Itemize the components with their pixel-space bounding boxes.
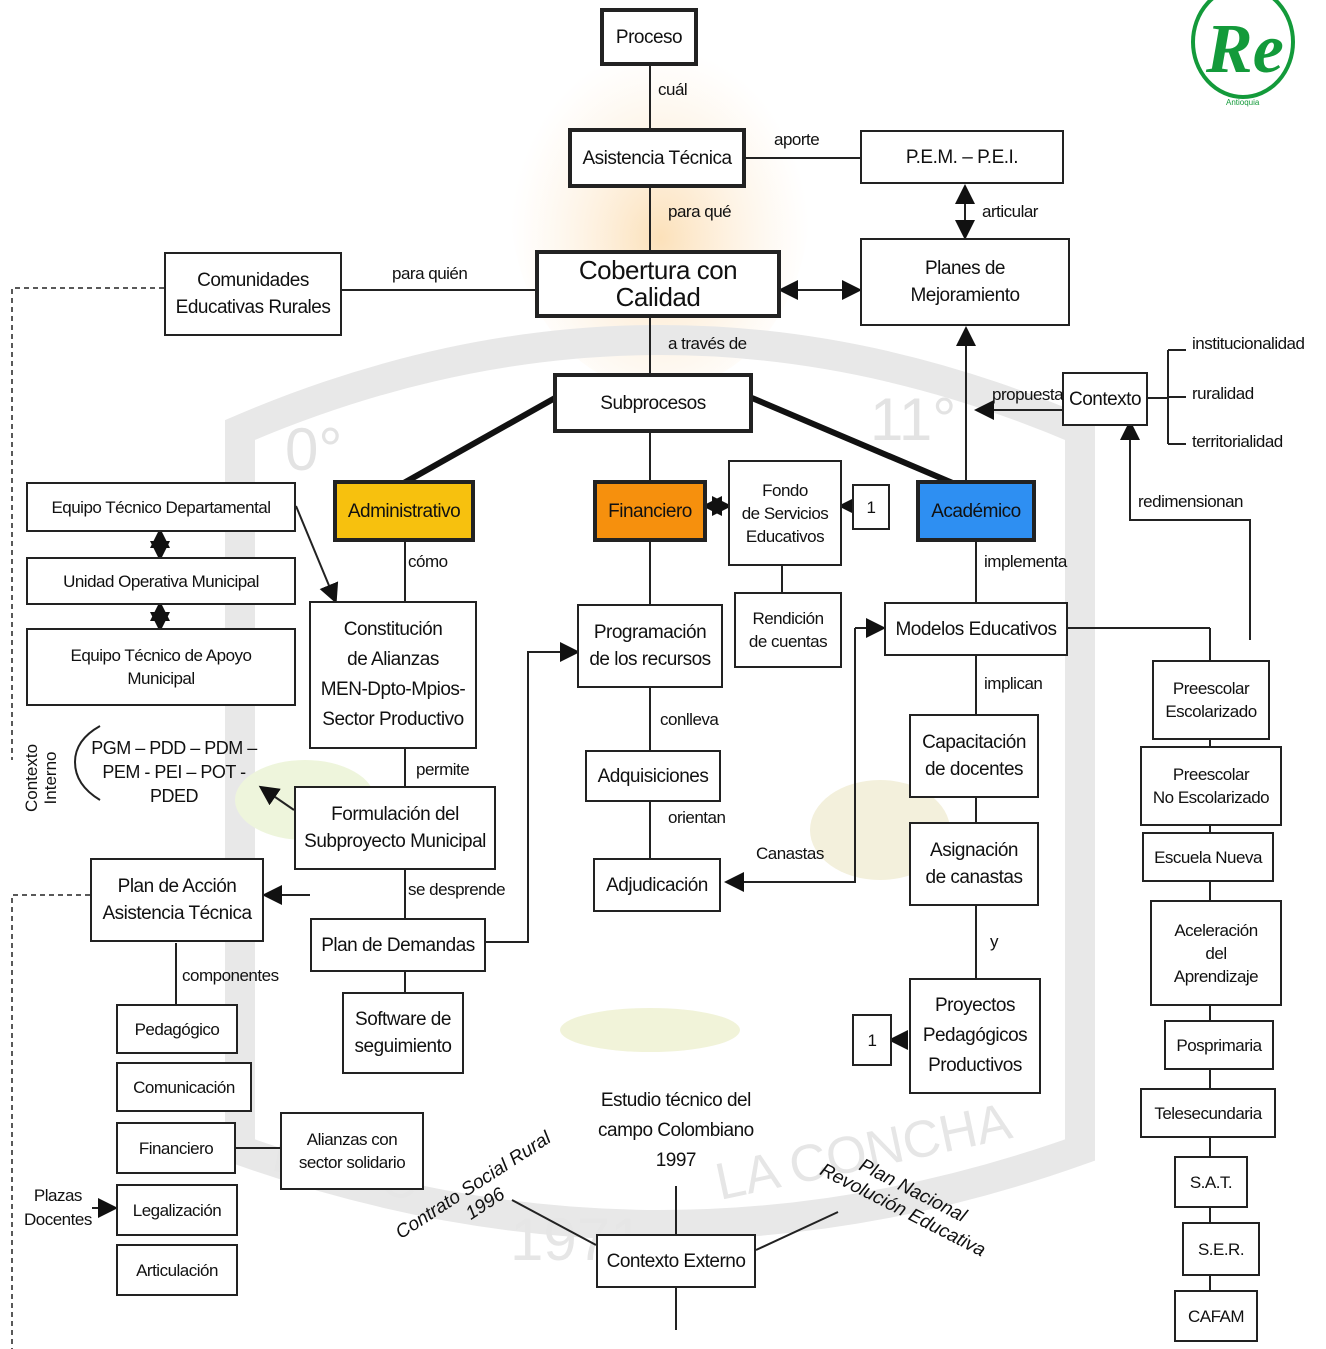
node-preescolar-no-escolarizado: Preescolar No Escolarizado xyxy=(1140,746,1282,826)
node-telesecundaria: Telesecundaria xyxy=(1140,1088,1276,1138)
node-contexto-externo: Contexto Externo xyxy=(596,1234,756,1288)
node-legalizacion: Legalización xyxy=(116,1184,238,1236)
label-estudio-tecnico: Estudio técnico del campo Colombiano 199… xyxy=(598,1090,754,1171)
node-equipo-apoyo: Equipo Técnico de Apoyo Municipal xyxy=(26,628,296,706)
node-subprocesos: Subprocesos xyxy=(553,373,753,433)
node-comunidades-rurales: Comunidades Educativas Rurales xyxy=(164,252,342,336)
node-proceso: Proceso xyxy=(600,8,698,66)
node-posprimaria: Posprimaria xyxy=(1164,1020,1274,1070)
shield-watermark xyxy=(225,325,1095,1240)
node-pgm-list: PGM – PDD – PDM – PEM - PEI – POT - PDED xyxy=(91,738,257,806)
node-equipo-departamental: Equipo Técnico Departamental xyxy=(26,482,296,532)
node-plan-demandas: Plan de Demandas xyxy=(310,918,486,972)
label-se-desprende: se desprende xyxy=(408,880,506,899)
logo-caption: Antioquia xyxy=(1226,98,1260,107)
node-financiero-componente: Financiero xyxy=(116,1122,236,1174)
node-financiero: Financiero xyxy=(593,480,707,542)
node-rendicion-cuentas: Rendición de cuentas xyxy=(734,592,842,668)
label-para-que: para qué xyxy=(668,202,732,221)
label-a-traves: a través de xyxy=(668,334,747,353)
label-y: y xyxy=(990,932,999,951)
node-alianzas-solidario: Alianzas con sector solidario xyxy=(280,1112,424,1190)
node-cobertura-calidad: Cobertura con Calidad xyxy=(535,250,781,318)
wm-left: 0° xyxy=(285,416,342,483)
node-proyectos-ref: 1 xyxy=(852,1014,892,1066)
label-conlleva: conlleva xyxy=(660,710,719,729)
node-sat: S.A.T. xyxy=(1174,1156,1248,1208)
label-institucionalidad: institucionalidad xyxy=(1192,334,1305,353)
label-implementa: implementa xyxy=(984,552,1067,571)
wm-right: 11° xyxy=(870,386,956,453)
node-preescolar-escolarizado: Preescolar Escolarizado xyxy=(1152,660,1270,740)
node-comunicacion: Comunicación xyxy=(116,1062,252,1112)
label-articular: articular xyxy=(982,202,1038,221)
label-como: cómo xyxy=(408,552,448,571)
label-contexto-interno: Contexto Interno xyxy=(22,743,60,812)
bowl-watermark xyxy=(560,1008,740,1052)
label-para-quien: para quién xyxy=(392,264,468,283)
node-formulacion-subproyecto: Formulación del Subproyecto Municipal xyxy=(294,786,496,870)
label-permite: permite xyxy=(416,760,470,779)
node-contexto: Contexto xyxy=(1062,372,1148,426)
node-programacion-recursos: Programación de los recursos xyxy=(577,604,723,688)
label-ruralidad: ruralidad xyxy=(1192,384,1254,403)
node-constitucion-alianzas: Constitución de Alianzas MEN-Dpto-Mpios-… xyxy=(309,601,477,749)
label-propuesta: propuesta xyxy=(992,385,1064,404)
label-redimensionan: redimensionan xyxy=(1138,492,1244,511)
label-implican: implican xyxy=(984,674,1043,693)
label-orientan: orientan xyxy=(668,808,726,827)
node-cafam: CAFAM xyxy=(1174,1290,1258,1342)
node-pem-pei: P.E.M. – P.E.I. xyxy=(860,130,1064,184)
node-adquisiciones: Adquisiciones xyxy=(585,750,721,802)
node-software-seguimiento: Software de seguimiento xyxy=(342,992,464,1074)
label-cual: cuál xyxy=(658,80,688,99)
node-escuela-nueva: Escuela Nueva xyxy=(1142,832,1274,882)
re-logo: Re Antioquia xyxy=(1191,0,1295,107)
node-administrativo: Administrativo xyxy=(333,480,475,542)
node-proyectos-pedagogicos: Proyectos Pedagógicos Productivos xyxy=(909,978,1041,1094)
node-ser: S.E.R. xyxy=(1182,1222,1260,1276)
node-adjudicacion: Adjudicación xyxy=(593,858,721,912)
label-territorialidad: territorialidad xyxy=(1192,432,1283,451)
label-componentes: componentes xyxy=(182,966,279,985)
node-planes-mejoramiento: Planes de Mejoramiento xyxy=(860,238,1070,326)
node-pedagogico: Pedagógico xyxy=(116,1004,238,1054)
node-unidad-operativa: Unidad Operativa Municipal xyxy=(26,557,296,605)
node-academico: Académico xyxy=(916,480,1036,542)
node-asistencia-tecnica: Asistencia Técnica xyxy=(568,128,746,188)
node-articulacion: Articulación xyxy=(116,1244,238,1296)
node-aceleracion-aprendizaje: Aceleración del Aprendizaje xyxy=(1150,900,1282,1006)
label-plazas-docentes: Plazas Docentes xyxy=(24,1186,92,1229)
node-fondo-ref: 1 xyxy=(852,484,890,530)
node-plan-accion: Plan de Acción Asistencia Técnica xyxy=(90,858,264,942)
label-canastas: Canastas xyxy=(756,844,824,863)
node-fondo-servicios: Fondo de Servicios Educativos xyxy=(728,460,842,566)
node-modelos-educativos: Modelos Educativos xyxy=(884,602,1068,656)
label-aporte: aporte xyxy=(774,130,820,149)
node-capacitacion-docentes: Capacitación de docentes xyxy=(909,714,1039,798)
logo-letters: Re xyxy=(1205,11,1284,88)
node-asignacion-canastas: Asignación de canastas xyxy=(909,822,1039,906)
